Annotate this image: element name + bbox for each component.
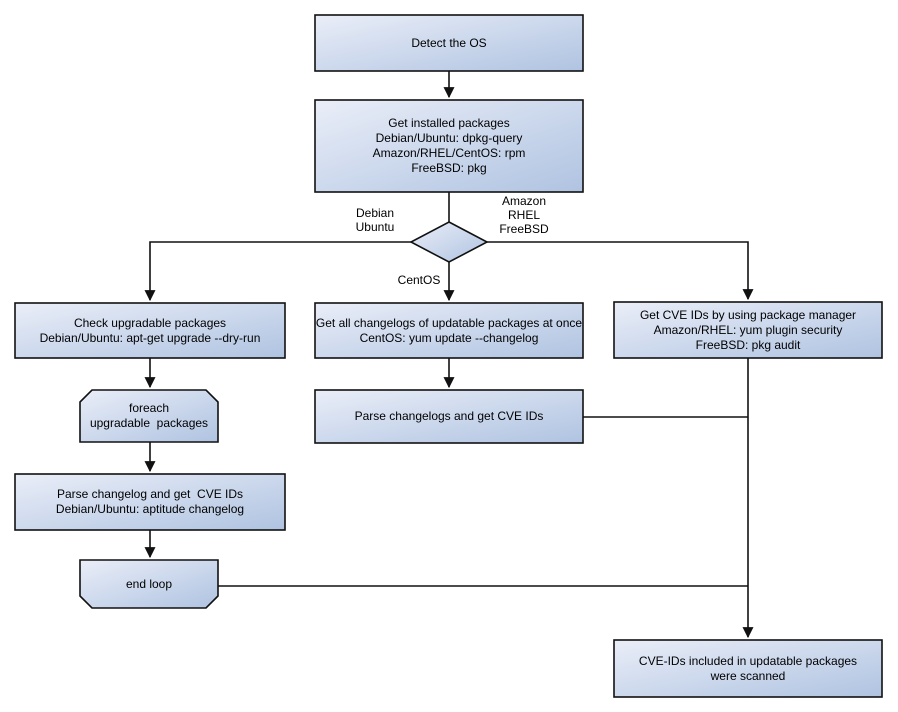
connector-branch-amazon: [487, 241, 754, 301]
node-check-upgradable-shape: [14, 302, 286, 359]
node-parse-changelog-debian-shape: [14, 473, 286, 531]
node-foreach-loop-shape: [79, 389, 219, 443]
node-parse-changelogs-centos-shape: [314, 389, 584, 444]
node-scan-result-shape: [613, 639, 883, 698]
node-get-installed-shape: [314, 99, 584, 193]
node-get-all-changelogs-shape: [314, 302, 584, 359]
node-get-cve-pkg-manager-shape: [613, 301, 883, 359]
node-shape-group: [14, 14, 883, 698]
node-end-loop-shape: [79, 559, 219, 609]
os-decision-diamond: [409, 221, 489, 263]
connector-group: [144, 71, 754, 639]
connector-branch-debian: [144, 241, 411, 302]
node-detect-os-shape: [314, 14, 584, 72]
